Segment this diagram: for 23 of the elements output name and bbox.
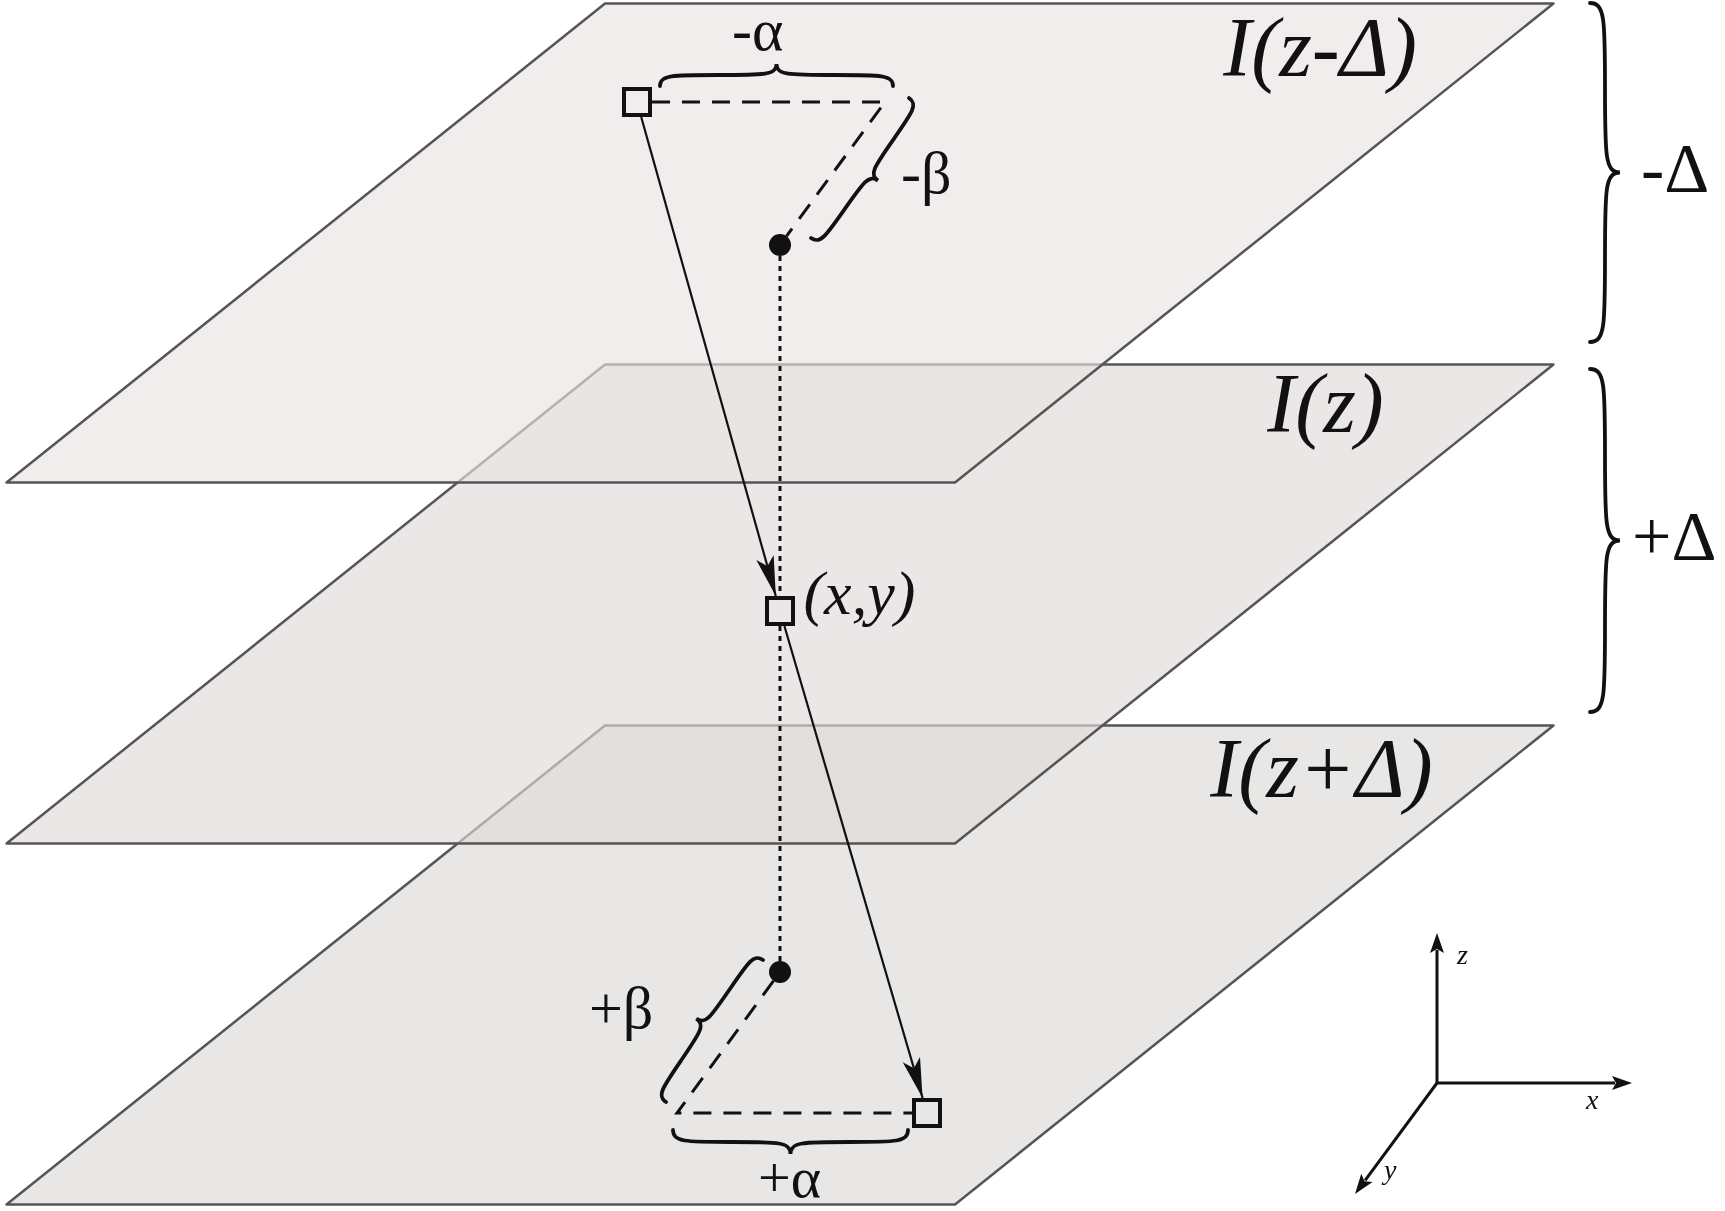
- arrow: [640, 116, 777, 597]
- dot-icon: [769, 961, 791, 983]
- axis-label: y: [1383, 1154, 1401, 1187]
- dotted-line: [778, 626, 782, 961]
- offset-label: +α: [758, 1149, 822, 1207]
- square-icon: [765, 596, 795, 626]
- image-plane: [5, 724, 1555, 1206]
- distance-label: +Δ: [1632, 502, 1717, 572]
- plane-label: I(z-Δ): [1222, 0, 1419, 96]
- square-icon: [622, 87, 652, 117]
- coordinate-label: (x,y): [802, 558, 917, 629]
- image-plane: [5, 363, 1555, 845]
- plane-label: I(z): [1266, 356, 1385, 452]
- offset-label: -α: [732, 0, 784, 60]
- image-plane: [5, 2, 1555, 484]
- arrow: [783, 625, 924, 1099]
- plane-label: I(z+Δ): [1209, 721, 1434, 817]
- square-icon: [912, 1098, 942, 1128]
- axis-label: z: [1456, 939, 1469, 972]
- distance-label: -Δ: [1641, 134, 1710, 204]
- dot-icon: [769, 234, 791, 256]
- axis-label: x: [1585, 1084, 1600, 1117]
- dashed-line: [674, 980, 912, 1115]
